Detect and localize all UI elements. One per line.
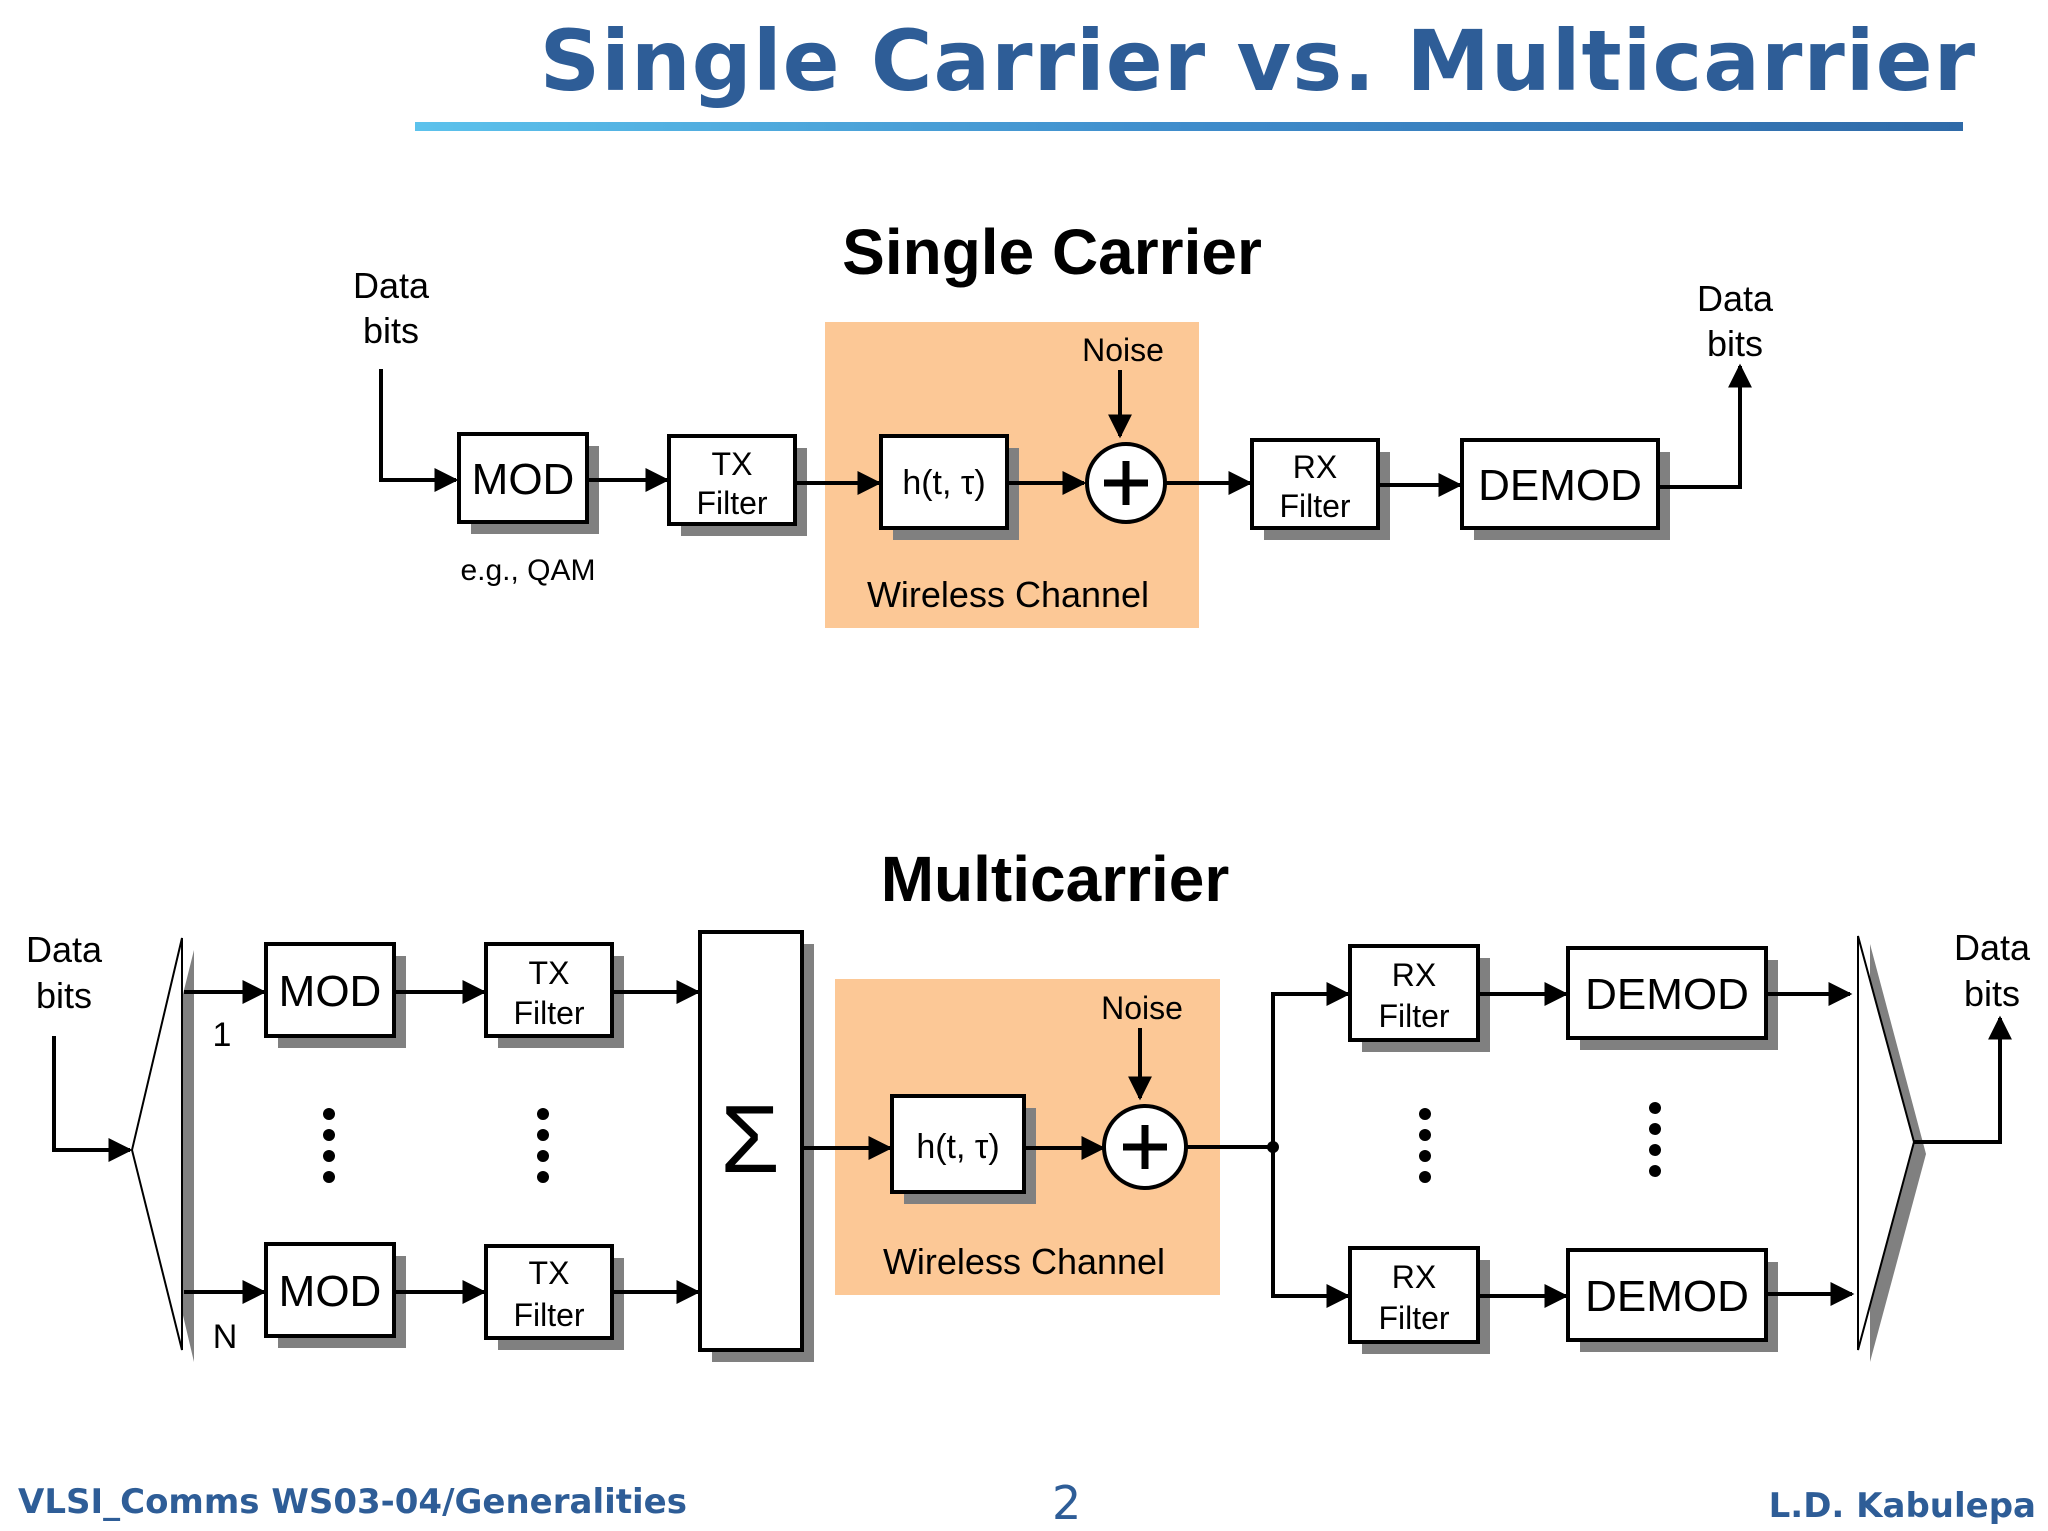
sc-tx-filter-label-line1: TX xyxy=(712,446,753,482)
footer-page-number: 2 xyxy=(1052,1476,1082,1530)
sc-demod-block xyxy=(1460,438,1660,530)
sc-rx-filter-label-line2: Filter xyxy=(1279,488,1350,524)
mc-channel-response-label: h(t, τ) xyxy=(916,1128,999,1166)
mc-branch-first-label: 1 xyxy=(213,1016,232,1054)
sc-output-label-line1: Data xyxy=(1697,278,1774,319)
mc-tx-filter-block-n xyxy=(484,1244,614,1340)
mc-arrow-split-rx1 xyxy=(1271,982,1351,1147)
mc-rx-filter-n-line2: Filter xyxy=(1378,1300,1449,1336)
sc-noise-label: Noise xyxy=(1082,332,1164,368)
mc-output-label-line2: bits xyxy=(1964,973,2020,1014)
sc-input-label-line2: bits xyxy=(363,310,419,351)
multicarrier-heading: Multicarrier xyxy=(881,843,1230,915)
single-carrier-heading: Single Carrier xyxy=(842,216,1262,288)
sc-input-label-line1: Data xyxy=(353,265,430,306)
mc-rx-filter-block-1 xyxy=(1348,944,1480,1042)
title-underline xyxy=(415,122,1963,131)
sc-demod-label: DEMOD xyxy=(1478,461,1642,510)
sc-channel-response-block xyxy=(879,434,1009,530)
mc-tx-filter-n-line2: Filter xyxy=(513,1297,584,1333)
mc-mod-block-1 xyxy=(264,942,396,1038)
mc-branch-last-label: N xyxy=(213,1318,238,1356)
footer-course: VLSI_Comms WS03-04/Generalities xyxy=(18,1482,687,1522)
mc-demod-ellipsis xyxy=(1649,1102,1661,1177)
sc-mod-label: MOD xyxy=(472,455,575,504)
sc-wireless-channel-label: Wireless Channel xyxy=(867,574,1149,615)
mc-rx-filter-1-line1: RX xyxy=(1392,957,1436,993)
mc-wireless-channel-label: Wireless Channel xyxy=(883,1241,1165,1282)
mc-parallel-to-serial xyxy=(1857,935,1916,1351)
sc-output-label-line2: bits xyxy=(1707,323,1763,364)
sc-tx-filter-label-line2: Filter xyxy=(696,485,767,521)
mc-demod-block-n xyxy=(1566,1248,1768,1342)
mc-tx-filter-1-line1: TX xyxy=(529,955,570,991)
mc-input-label-line1: Data xyxy=(26,929,103,970)
mc-sum-block xyxy=(698,930,804,1352)
mc-rx-ellipsis xyxy=(1419,1108,1431,1183)
mc-tx-filter-1-line2: Filter xyxy=(513,995,584,1031)
mc-sum-symbol: Σ xyxy=(720,1086,779,1193)
mc-tx-ellipsis xyxy=(537,1108,549,1183)
mc-noise-label: Noise xyxy=(1101,990,1183,1026)
mc-output-arrow xyxy=(1914,1015,2012,1144)
mc-rx-filter-block-n xyxy=(1348,1246,1480,1344)
sc-mod-block xyxy=(457,432,589,524)
mc-mod-label-1: MOD xyxy=(279,967,382,1016)
footer-author: L.D. Kabulepa xyxy=(1768,1486,2036,1526)
sc-adder-plus-icon xyxy=(1104,461,1148,505)
mc-rx-filter-1-line2: Filter xyxy=(1378,998,1449,1034)
slide-title: Single Carrier vs. Multicarrier xyxy=(539,12,1976,110)
mc-mod-label-n: MOD xyxy=(279,1267,382,1316)
mc-adder-plus-icon xyxy=(1123,1125,1167,1169)
sc-channel-response-label: h(t, τ) xyxy=(902,464,985,502)
mc-channel-response-block xyxy=(890,1094,1026,1194)
multicarrier-diagram: Multicarrier Wireless Channel Data bits … xyxy=(26,843,2031,1362)
mc-serial-to-parallel xyxy=(130,937,183,1351)
mc-arrow-split-rxN xyxy=(1271,1147,1351,1308)
sc-tx-filter-block xyxy=(667,434,797,526)
mc-demod-label-n: DEMOD xyxy=(1585,1272,1749,1321)
single-carrier-diagram: Single Carrier Wireless Channel Data bit… xyxy=(353,216,1774,628)
mc-tx-filter-block-1 xyxy=(484,942,614,1038)
mc-input-arrow xyxy=(52,1036,133,1162)
sc-input-arrow xyxy=(379,369,459,492)
sc-rx-filter-block xyxy=(1250,438,1380,530)
mc-mod-ellipsis xyxy=(323,1108,335,1183)
sc-mod-note: e.g., QAM xyxy=(460,554,595,587)
mc-output-label-line1: Data xyxy=(1954,927,2031,968)
sc-output-arrow xyxy=(1660,363,1752,489)
mc-demod-block-1 xyxy=(1566,946,1768,1040)
mc-demod-label-1: DEMOD xyxy=(1585,970,1749,1019)
sc-rx-filter-label-line1: RX xyxy=(1293,449,1337,485)
mc-rx-filter-n-line1: RX xyxy=(1392,1259,1436,1295)
mc-input-label-line2: bits xyxy=(36,975,92,1016)
mc-mod-block-n xyxy=(264,1242,396,1338)
mc-tx-filter-n-line1: TX xyxy=(529,1255,570,1291)
